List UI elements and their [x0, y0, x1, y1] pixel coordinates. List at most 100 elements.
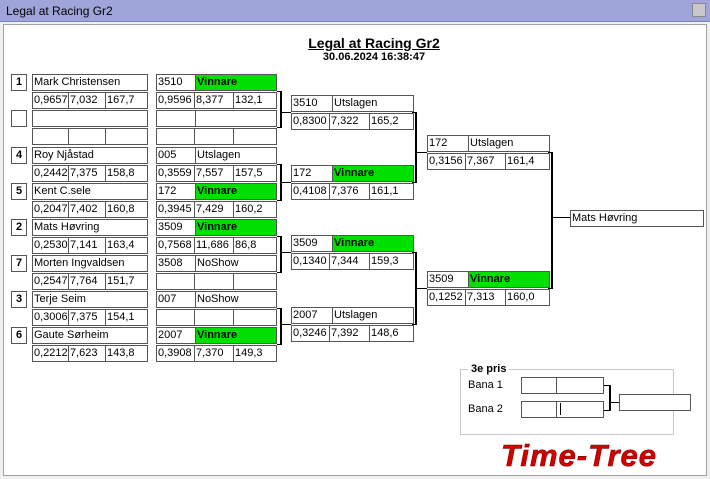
- elapsed-time[interactable]: [194, 273, 234, 290]
- reaction-time[interactable]: 0,2047: [32, 201, 69, 218]
- reaction-time[interactable]: 0,4108: [291, 183, 330, 200]
- reaction-time[interactable]: 0,7568: [156, 237, 195, 254]
- speed[interactable]: 165,2: [369, 113, 414, 130]
- speed[interactable]: 148,6: [369, 325, 414, 342]
- elapsed-time[interactable]: [194, 128, 234, 145]
- speed[interactable]: 151,7: [105, 273, 148, 290]
- slot-number[interactable]: 007: [156, 291, 196, 308]
- speed[interactable]: 161,1: [369, 183, 414, 200]
- reaction-time[interactable]: 0,2442: [32, 165, 69, 182]
- driver-name[interactable]: Terje Seim: [32, 291, 148, 308]
- driver-name[interactable]: Mats Høvring: [32, 219, 148, 236]
- elapsed-time[interactable]: 7,557: [194, 165, 234, 182]
- speed[interactable]: 158,8: [105, 165, 148, 182]
- slot-status[interactable]: Vinnare: [195, 74, 277, 91]
- slot-number[interactable]: 172: [427, 135, 469, 152]
- slot-status[interactable]: Utslagen: [468, 135, 550, 152]
- reaction-time[interactable]: 0,2547: [32, 273, 69, 290]
- elapsed-time[interactable]: 7,392: [329, 325, 370, 342]
- driver-name[interactable]: Kent C.sele: [32, 183, 148, 200]
- reaction-time[interactable]: [156, 128, 195, 145]
- speed[interactable]: 160,8: [105, 201, 148, 218]
- slot-number[interactable]: 3510: [156, 74, 196, 91]
- third-prize-result[interactable]: [619, 394, 691, 411]
- slot-number[interactable]: 3509: [427, 271, 469, 288]
- speed[interactable]: 149,3: [233, 345, 277, 362]
- elapsed-time[interactable]: 8,377: [194, 92, 234, 109]
- driver-name[interactable]: Gaute Sørheim: [32, 327, 148, 344]
- lane2-field-b[interactable]: [556, 401, 604, 418]
- winner-name[interactable]: Mats Høvring: [570, 210, 704, 227]
- slot-status[interactable]: Utslagen: [195, 147, 277, 164]
- elapsed-time[interactable]: [68, 128, 106, 145]
- speed[interactable]: 163,4: [105, 237, 148, 254]
- slot-status[interactable]: Vinnare: [195, 327, 277, 344]
- slot-status[interactable]: [195, 110, 277, 127]
- reaction-time[interactable]: [32, 128, 69, 145]
- slot-status[interactable]: Vinnare: [195, 219, 277, 236]
- driver-name[interactable]: Morten Ingvaldsen: [32, 255, 148, 272]
- reaction-time[interactable]: 0,3559: [156, 165, 195, 182]
- speed[interactable]: 160,2: [233, 201, 277, 218]
- lane1-field-a[interactable]: [521, 377, 557, 394]
- slot-status[interactable]: Vinnare: [332, 165, 414, 182]
- speed[interactable]: 132,1: [233, 92, 277, 109]
- reaction-time[interactable]: 0,2212: [32, 345, 69, 362]
- elapsed-time[interactable]: 7,376: [329, 183, 370, 200]
- slot-number[interactable]: 3510: [291, 95, 333, 112]
- reaction-time[interactable]: 0,9596: [156, 92, 195, 109]
- slot-number[interactable]: 2007: [291, 307, 333, 324]
- slot-number[interactable]: 3508: [156, 255, 196, 272]
- speed[interactable]: 167,7: [105, 92, 148, 109]
- reaction-time[interactable]: 0,1252: [427, 289, 466, 306]
- slot-status[interactable]: Utslagen: [332, 95, 414, 112]
- driver-name[interactable]: Roy Njåstad: [32, 147, 148, 164]
- lane1-field-b[interactable]: [556, 377, 604, 394]
- slot-number[interactable]: 005: [156, 147, 196, 164]
- speed[interactable]: 160,0: [505, 289, 550, 306]
- reaction-time[interactable]: 0,1340: [291, 253, 330, 270]
- driver-name[interactable]: Mark Christensen: [32, 74, 148, 91]
- speed[interactable]: 143,8: [105, 345, 148, 362]
- speed[interactable]: [233, 273, 277, 290]
- elapsed-time[interactable]: 7,375: [68, 309, 106, 326]
- speed[interactable]: 157,5: [233, 165, 277, 182]
- driver-name[interactable]: [32, 110, 148, 127]
- reaction-time[interactable]: 0,3156: [427, 153, 466, 170]
- speed[interactable]: 154,1: [105, 309, 148, 326]
- reaction-time[interactable]: 0,3006: [32, 309, 69, 326]
- reaction-time[interactable]: 0,3246: [291, 325, 330, 342]
- slot-status[interactable]: Utslagen: [332, 307, 414, 324]
- elapsed-time[interactable]: 7,402: [68, 201, 106, 218]
- speed[interactable]: [233, 128, 277, 145]
- slot-number[interactable]: 2007: [156, 327, 196, 344]
- elapsed-time[interactable]: 7,322: [329, 113, 370, 130]
- speed[interactable]: [233, 309, 277, 326]
- speed[interactable]: [105, 128, 148, 145]
- speed[interactable]: 159,3: [369, 253, 414, 270]
- slot-status[interactable]: Vinnare: [332, 235, 414, 252]
- lane2-field-a[interactable]: [521, 401, 557, 418]
- reaction-time[interactable]: [156, 273, 195, 290]
- reaction-time[interactable]: [156, 309, 195, 326]
- slot-number[interactable]: 172: [291, 165, 333, 182]
- elapsed-time[interactable]: 7,141: [68, 237, 106, 254]
- slot-status[interactable]: Vinnare: [468, 271, 550, 288]
- slot-status[interactable]: NoShow: [195, 255, 277, 272]
- close-button[interactable]: [692, 3, 706, 17]
- reaction-time[interactable]: 0,9657: [32, 92, 69, 109]
- elapsed-time[interactable]: 7,032: [68, 92, 106, 109]
- speed[interactable]: 86,8: [233, 237, 277, 254]
- slot-status[interactable]: NoShow: [195, 291, 277, 308]
- slot-status[interactable]: Vinnare: [195, 183, 277, 200]
- slot-number[interactable]: 3509: [291, 235, 333, 252]
- reaction-time[interactable]: 0,3945: [156, 201, 195, 218]
- slot-number[interactable]: 3509: [156, 219, 196, 236]
- elapsed-time[interactable]: 7,429: [194, 201, 234, 218]
- slot-number[interactable]: [156, 110, 196, 127]
- reaction-time[interactable]: 0,3908: [156, 345, 195, 362]
- elapsed-time[interactable]: 7,367: [465, 153, 506, 170]
- slot-number[interactable]: 172: [156, 183, 196, 200]
- elapsed-time[interactable]: 7,375: [68, 165, 106, 182]
- elapsed-time[interactable]: 7,344: [329, 253, 370, 270]
